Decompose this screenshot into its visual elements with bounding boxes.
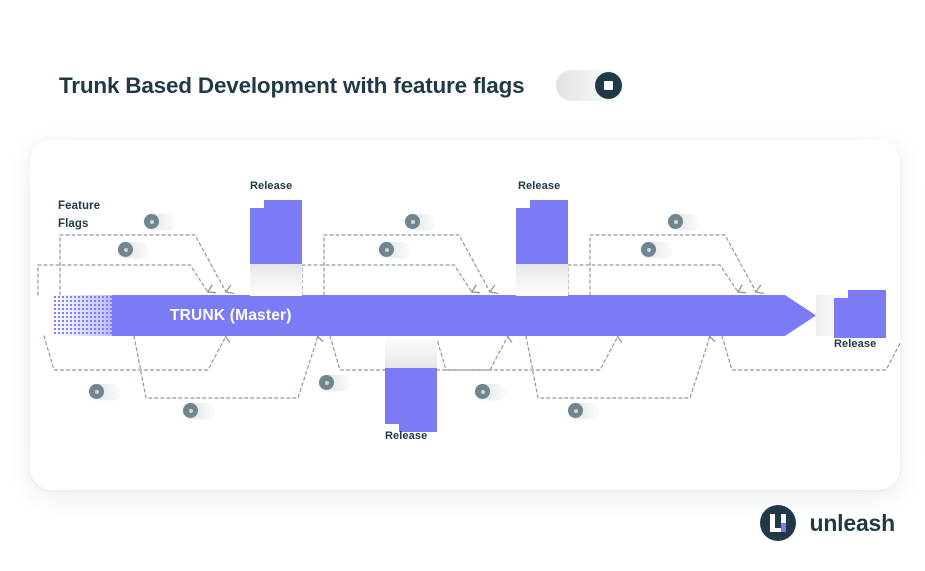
release-label-bottom-1: Release xyxy=(385,430,428,442)
release-block-trunk-end xyxy=(834,290,886,338)
toggle-square-icon xyxy=(604,81,614,90)
trunk-label: TRUNK (Master) xyxy=(170,307,292,324)
footer-branding: unleash xyxy=(760,505,895,541)
toggle-knob xyxy=(595,72,623,99)
feature-flags-label-line1: Feature xyxy=(58,200,101,212)
release-block-top-1 xyxy=(250,200,302,296)
feature-flag-toggle-3[interactable] xyxy=(405,214,435,229)
release-label-top-2: Release xyxy=(518,180,561,192)
brand-name: unleash xyxy=(809,509,895,536)
page-title: Trunk Based Development with feature fla… xyxy=(59,72,525,98)
feature-flag-toggle-5[interactable] xyxy=(668,214,698,229)
release-label-top-1: Release xyxy=(250,180,293,192)
feature-flag-toggle-7[interactable] xyxy=(89,384,119,399)
feature-flag-toggle-9[interactable] xyxy=(319,375,349,390)
release-block-top-2 xyxy=(516,200,568,296)
feature-flag-toggle-1[interactable] xyxy=(144,214,174,229)
branch-lines xyxy=(37,234,900,399)
release-block-bottom-1 xyxy=(385,336,437,432)
feature-flag-toggle-10[interactable] xyxy=(475,384,505,399)
feature-flags-label-line2: Flags xyxy=(58,218,89,230)
master-feature-flag-toggle[interactable] xyxy=(556,70,625,101)
feature-flag-toggle-2[interactable] xyxy=(118,242,148,257)
header: Trunk Based Development with feature fla… xyxy=(59,70,625,101)
feature-flag-toggle-8[interactable] xyxy=(183,403,213,418)
feature-flag-toggle-4[interactable] xyxy=(379,242,409,257)
trunk-based-development-diagram: TRUNK (Master) Feature Flags Release Rel… xyxy=(30,140,900,490)
feature-flag-toggle-11[interactable] xyxy=(568,403,598,418)
feature-flag-toggle-6[interactable] xyxy=(641,242,671,257)
unleash-logo-icon xyxy=(760,505,797,541)
release-label-trunk-end: Release xyxy=(834,338,877,350)
diagram-card: TRUNK (Master) Feature Flags Release Rel… xyxy=(30,140,900,490)
